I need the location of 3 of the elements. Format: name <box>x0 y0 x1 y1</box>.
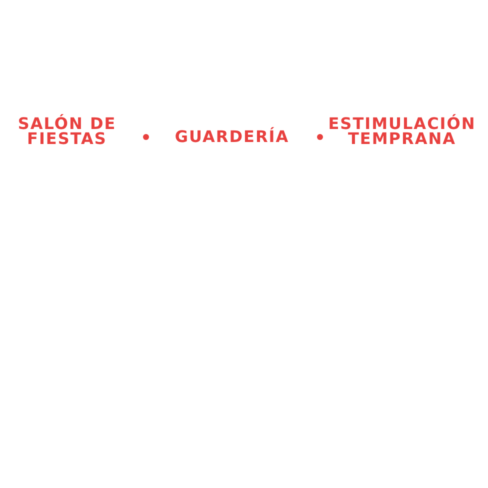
service-label: ESTIMULACIÓN TEMPRANA <box>327 116 477 146</box>
service-label: SALÓN DE FIESTAS <box>16 116 118 146</box>
service-label: GUARDERÍA <box>174 129 290 144</box>
